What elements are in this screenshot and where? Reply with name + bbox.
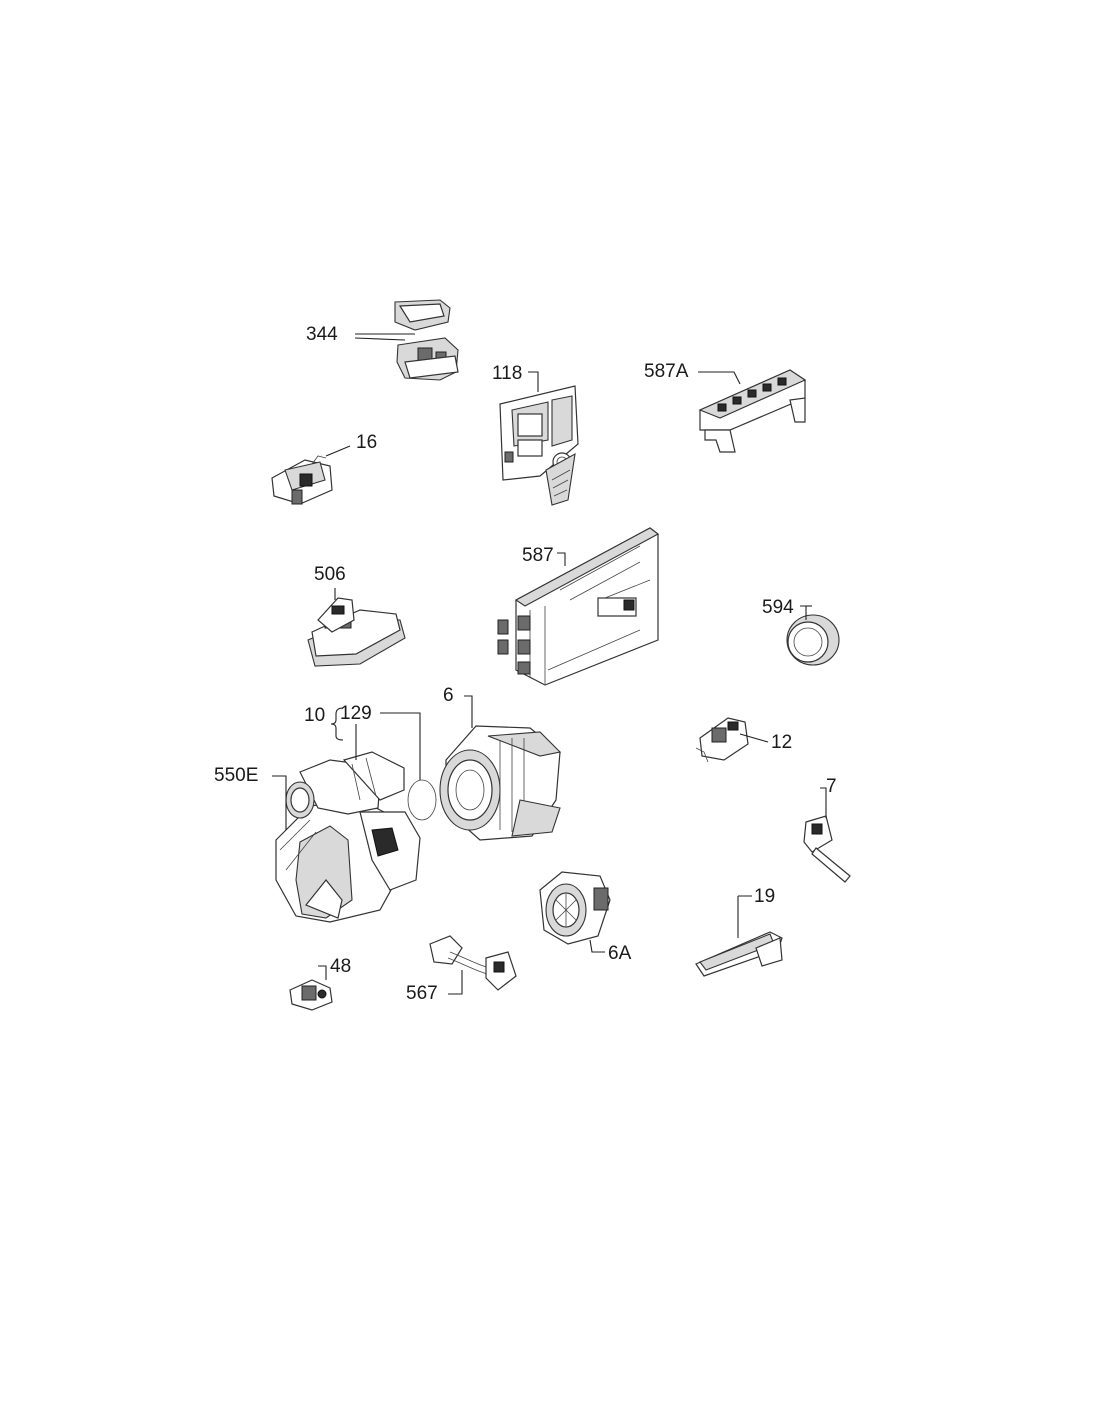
label-10: 10 [304, 705, 326, 726]
label-6: 6 [443, 685, 454, 706]
label-48: 48 [330, 956, 352, 977]
label-506: 506 [314, 564, 346, 585]
part-48-drawing [289, 965, 333, 1011]
label-7: 7 [826, 776, 837, 797]
part-506-drawing [307, 588, 406, 667]
part-19-drawing [695, 895, 783, 977]
label-587: 587 [522, 545, 554, 566]
label-587A: 587A [644, 361, 689, 382]
label-129: 129 [340, 703, 372, 724]
part-129-drawing [285, 724, 437, 891]
part-12-drawing [695, 717, 769, 763]
part-587A-drawing [698, 369, 807, 453]
part-587-drawing [497, 527, 660, 686]
label-118: 118 [492, 363, 523, 384]
part-16-drawing [271, 445, 351, 505]
label-6A: 6A [608, 943, 632, 964]
part-594-drawing [786, 605, 840, 666]
label-16: 16 [356, 432, 378, 453]
part-567-drawing [429, 935, 517, 995]
label-567: 567 [406, 983, 438, 1004]
label-12: 12 [771, 732, 793, 753]
label-19: 19 [754, 886, 776, 907]
label-550E: 550E [214, 765, 259, 786]
part-344-drawing [354, 299, 459, 381]
part-6-drawing [439, 695, 562, 841]
label-594: 594 [762, 597, 794, 618]
part-7-drawing [803, 787, 851, 883]
part-6A-drawing [539, 871, 611, 953]
part-118-drawing [499, 371, 579, 506]
label-344: 344 [306, 324, 338, 345]
